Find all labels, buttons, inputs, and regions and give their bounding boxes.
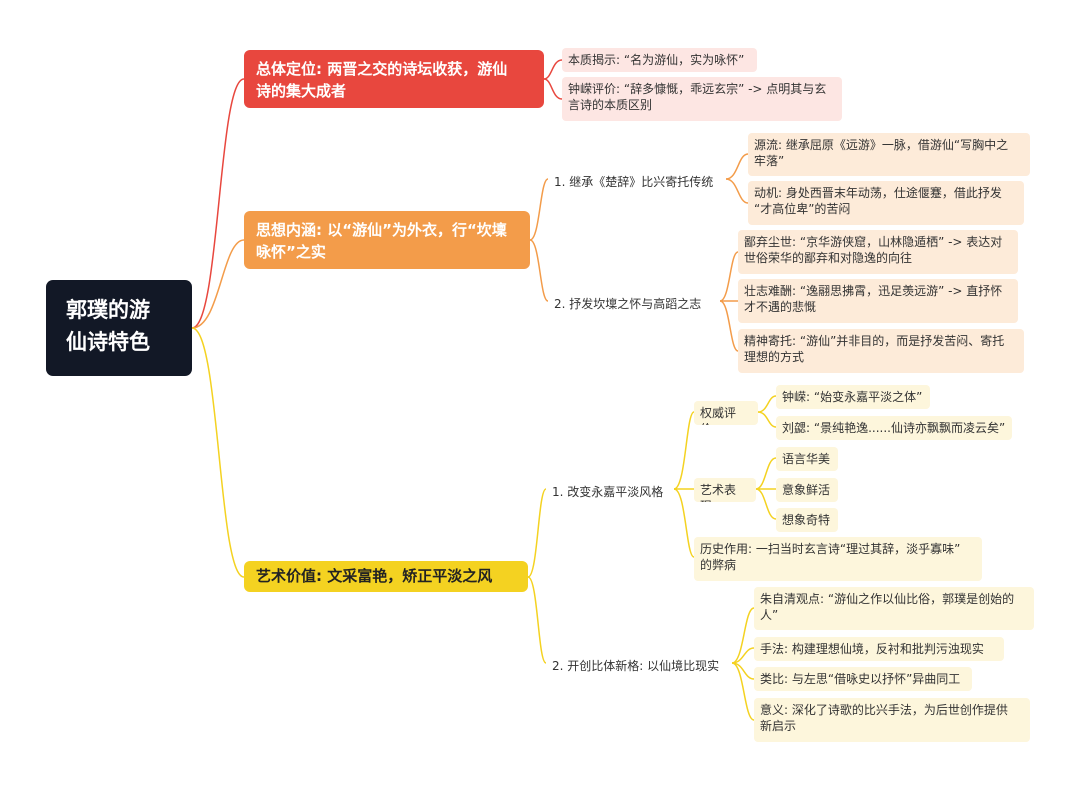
positioning-zhongrong[interactable]: 钟嵘评价: “辞多慷慨，乖远玄宗” -> 点明其与玄 言诗的本质区别: [562, 77, 842, 121]
art-expression-language[interactable]: 语言华美: [776, 447, 838, 471]
branch-thought[interactable]: 思想内涵: 以“游仙”为外衣，行“坎壈 咏怀”之实: [244, 211, 530, 269]
thought-sub-ambition[interactable]: 2. 抒发坎壈之怀与高蹈之志: [554, 297, 702, 311]
art-sub-change[interactable]: 1. 改变永嘉平淡风格: [552, 485, 664, 499]
art-history[interactable]: 历史作用: 一扫当时玄言诗“理过其辞，淡乎寡味” 的弊病: [694, 537, 982, 581]
thought-sub-chuci[interactable]: 1. 继承《楚辞》比兴寄托传统: [554, 175, 714, 189]
thought-source[interactable]: 源流: 继承屈原《远游》一脉，借游仙“写胸中之 牢落”: [748, 133, 1030, 176]
art-expression[interactable]: 艺术表现:: [694, 478, 756, 502]
thought-motive[interactable]: 动机: 身处西晋末年动荡，仕途偃蹇，借此抒发 “才高位卑”的苦闷: [748, 181, 1024, 225]
art-technique[interactable]: 手法: 构建理想仙境，反衬和批判污浊现实: [754, 637, 1004, 661]
branch-positioning[interactable]: 总体定位: 两晋之交的诗坛收获，游仙 诗的集大成者: [244, 50, 544, 108]
art-zhuziqing[interactable]: 朱自清观点: “游仙之作以仙比俗，郭璞是创始的 人”: [754, 587, 1034, 630]
positioning-essence[interactable]: 本质揭示: “名为游仙，实为咏怀”: [562, 48, 757, 72]
art-sub-new-form[interactable]: 2. 开创比体新格: 以仙境比现实: [552, 659, 720, 673]
art-authority[interactable]: 权威评价:: [694, 401, 758, 425]
art-authority-liuxie[interactable]: 刘勰: “景纯艳逸......仙诗亦飘飘而凌云矣”: [776, 416, 1012, 440]
thought-contempt[interactable]: 鄙弃尘世: “京华游侠窟，山林隐遁栖” -> 表达对 世俗荣华的鄙弃和对隐逸的向…: [738, 230, 1018, 274]
thought-frustration[interactable]: 壮志难酬: “逸翮思拂霄，迅足羡远游” -> 直抒怀 才不遇的悲慨: [738, 279, 1018, 323]
art-expression-imagination[interactable]: 想象奇特: [776, 508, 838, 532]
art-authority-zhongrong[interactable]: 钟嵘: “始变永嘉平淡之体”: [776, 385, 930, 409]
art-analogy[interactable]: 类比: 与左思“借咏史以抒怀”异曲同工: [754, 667, 972, 691]
branch-art[interactable]: 艺术价值: 文采富艳，矫正平淡之风: [244, 561, 528, 592]
art-significance[interactable]: 意义: 深化了诗歌的比兴手法，为后世创作提供 新启示: [754, 698, 1030, 742]
thought-spirit[interactable]: 精神寄托: “游仙”并非目的，而是抒发苦闷、寄托 理想的方式: [738, 329, 1024, 373]
root-node[interactable]: 郭璞的游 仙诗特色: [46, 280, 192, 376]
art-expression-imagery[interactable]: 意象鲜活: [776, 478, 838, 502]
